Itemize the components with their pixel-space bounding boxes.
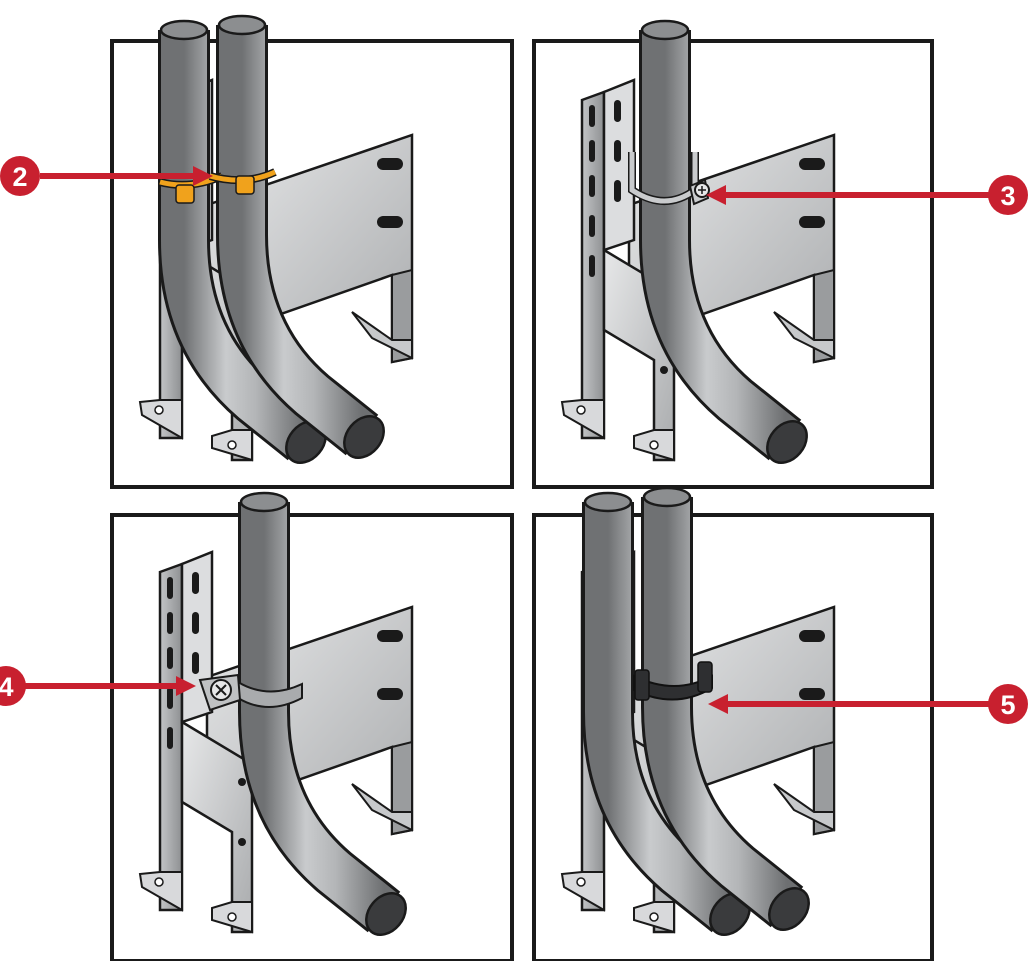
callout-2: 2 (0, 156, 213, 196)
callout-4: 4 (0, 666, 196, 706)
callout-badge-5 (988, 684, 1028, 724)
pipe-strap-icon (628, 152, 710, 206)
callout-label-3: 3 (1000, 181, 1015, 211)
callout-5: 5 (708, 684, 1028, 724)
panel-screw-mounted-clamp (110, 493, 514, 961)
callout-3: 3 (706, 175, 1028, 215)
panel-cable-ties (110, 16, 514, 487)
callout-badge-2 (0, 156, 40, 196)
rubber-strap-icon (633, 661, 713, 701)
callout-badge-3 (988, 175, 1028, 215)
panel-rubber-strap (532, 488, 934, 961)
callout-label-2: 2 (12, 162, 27, 192)
callout-label-5: 5 (1000, 690, 1015, 720)
callout-badge-4 (0, 666, 26, 706)
panel-metal-pipe-strap (532, 21, 934, 487)
screw-clamp-icon (198, 673, 303, 712)
callout-label-4: 4 (0, 672, 14, 702)
cable-tie-icon (158, 168, 277, 204)
